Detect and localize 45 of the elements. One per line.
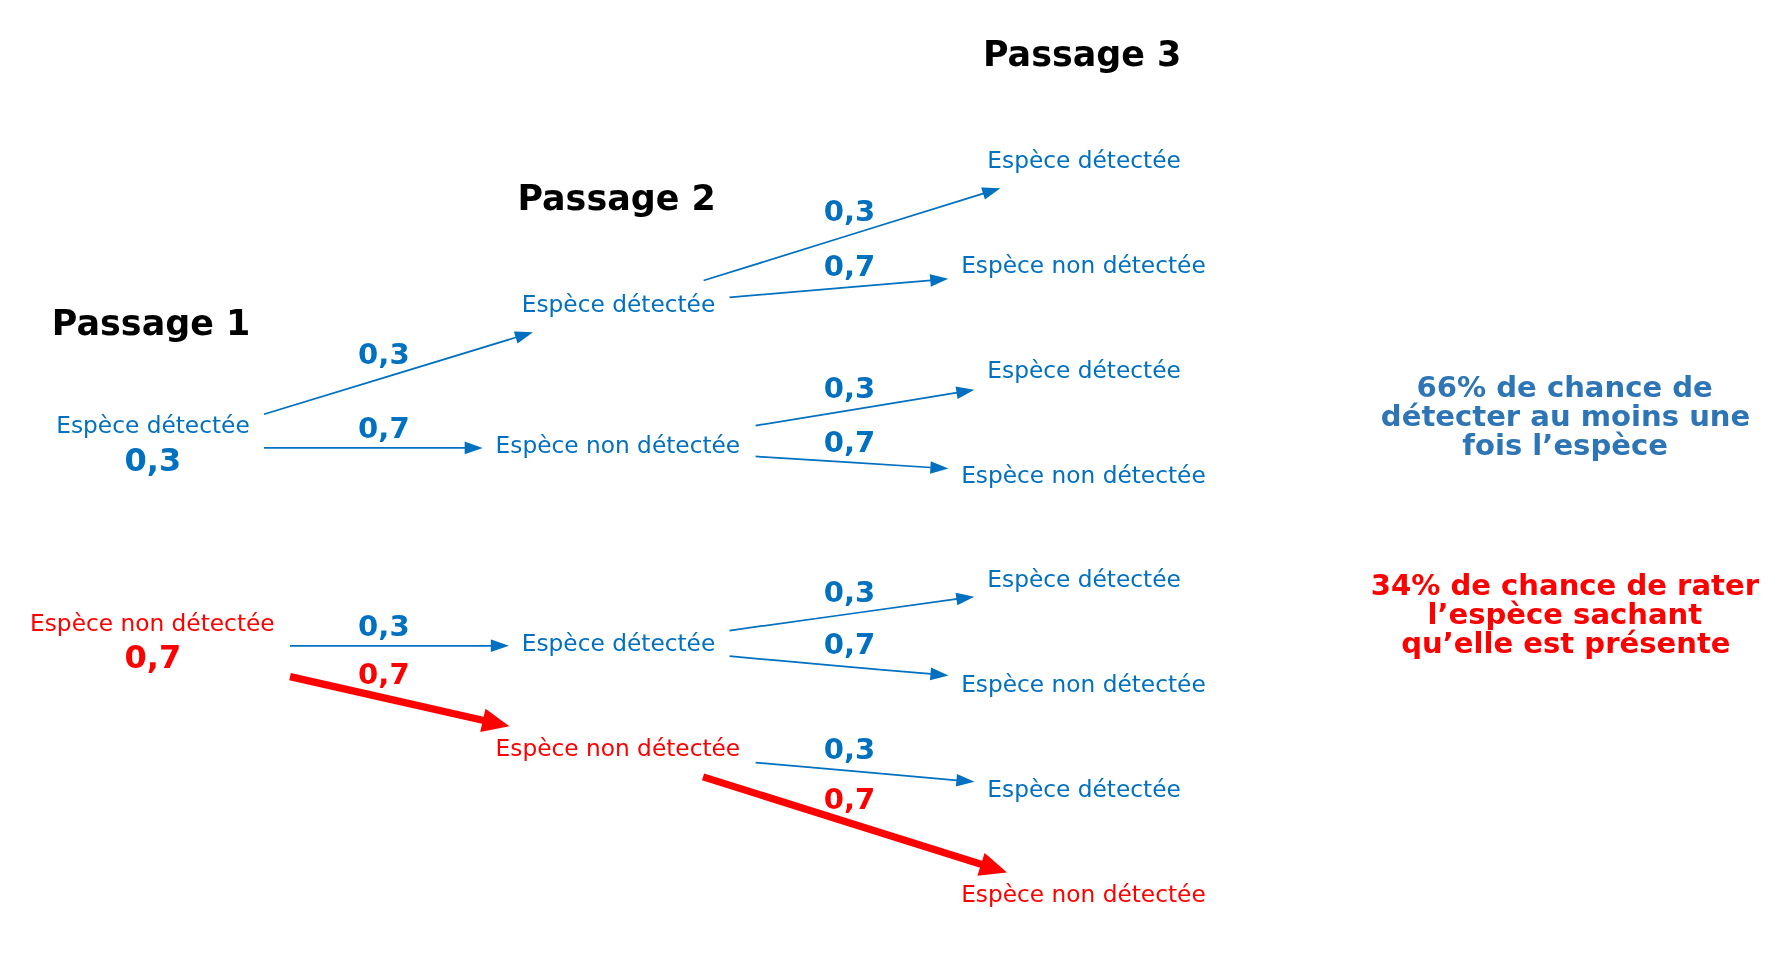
arrow <box>728 654 949 680</box>
node-text: Espèce détectée <box>521 289 716 317</box>
edge-label: 0,7 <box>823 626 876 661</box>
edge-label: 0,7 <box>823 248 876 283</box>
label: 34% de chance de rater l’espèce sachant qu’elle est présente <box>1370 567 1759 660</box>
arrow <box>263 441 483 454</box>
node-text: Espèce non détectée <box>961 669 1206 697</box>
edge-label: 0,3 <box>823 370 876 405</box>
edge-label: 0,3 <box>823 193 876 228</box>
label: Passage 1 <box>51 302 251 343</box>
arrow <box>728 273 949 298</box>
node-text: Espèce non détectée <box>30 608 275 636</box>
arrow <box>754 761 975 786</box>
label: Passage 2 <box>517 177 716 218</box>
node-text: Espèce non détectée <box>961 879 1206 907</box>
node-label: 0,7 <box>124 637 182 676</box>
edge-label: 0,7 <box>358 410 410 445</box>
arrow <box>754 455 949 474</box>
node-text: Espèce détectée <box>987 774 1181 802</box>
label: 66% de chance de détecter au moins une fois l’espèce <box>1380 369 1751 462</box>
node-text: Espèce non détectée <box>961 250 1206 278</box>
arrow <box>701 772 1007 876</box>
arrow <box>289 638 509 652</box>
node-text: Espèce détectée <box>987 355 1181 383</box>
node-text: Espèce détectée <box>56 410 250 438</box>
edge-label: 0,7 <box>823 781 876 816</box>
arrow <box>263 330 533 415</box>
edge-label: 0,3 <box>823 574 876 609</box>
edge-label: 0,7 <box>358 656 410 691</box>
edge-label: 0,7 <box>823 424 876 459</box>
node-text: Espèce détectée <box>987 145 1181 173</box>
node-text: Espèce non détectée <box>495 430 741 458</box>
arrow <box>728 592 975 631</box>
arrow <box>702 187 1001 281</box>
edge-label: 0,3 <box>823 731 876 766</box>
node-text: Espèce non détectée <box>961 460 1206 488</box>
node-label: 0,3 <box>124 440 182 479</box>
node-text: Espèce détectée <box>521 628 716 656</box>
node-text: Espèce non détectée <box>495 733 741 761</box>
node-text: Espèce détectée <box>987 564 1181 592</box>
label: Passage 3 <box>982 33 1182 74</box>
edge-label: 0,3 <box>358 336 410 371</box>
arrow <box>289 672 510 732</box>
edge-label: 0,3 <box>358 608 410 643</box>
arrow <box>754 386 975 426</box>
